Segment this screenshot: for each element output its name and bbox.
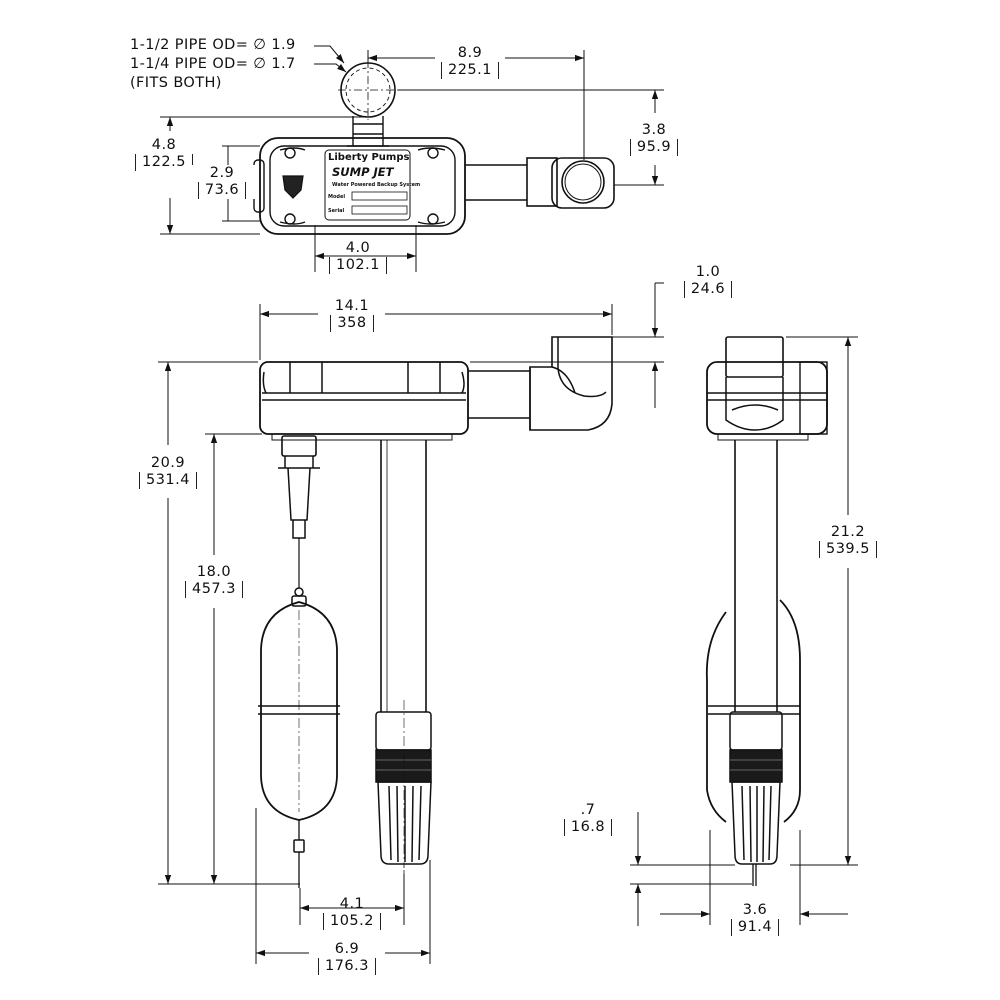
dim-mm: 102.1 <box>328 257 387 274</box>
dim-top-inner-depth: 2.9 73.6 <box>188 165 256 199</box>
front-view <box>258 336 613 888</box>
housing-side <box>706 361 828 435</box>
serial-field-label: Serial <box>328 208 345 214</box>
dim-rod-offset: 4.1 105.2 <box>314 896 390 930</box>
dim-mm: 539.5 <box>818 541 877 558</box>
dim-inch: 14.1 <box>334 298 370 314</box>
dim-inch: 2.9 <box>209 165 235 181</box>
dim-elbow-height: 1.0 24.6 <box>674 264 742 298</box>
dim-inch: 3.6 <box>742 902 768 918</box>
side-pipe <box>734 440 778 712</box>
dim-side-height: 21.2 539.5 <box>808 524 888 558</box>
dim-mm: 16.8 <box>563 819 613 836</box>
dim-top-depth: 4.8 122.5 <box>130 137 198 171</box>
pipe-note-1-1-4: 1-1/4 PIPE OD= ∅ 1.7 <box>130 56 296 72</box>
dim-inch: 8.9 <box>457 45 483 61</box>
dim-top-length: 8.9 225.1 <box>436 45 504 79</box>
dim-mm: 358 <box>330 315 374 332</box>
dim-mm: 457.3 <box>184 581 243 598</box>
dim-inch: 4.0 <box>345 240 371 256</box>
dim-inch: 1.0 <box>695 264 721 280</box>
dim-inch: 4.8 <box>151 137 177 153</box>
housing-front <box>259 361 469 435</box>
dim-bottom-clearance: .7 16.8 <box>550 802 626 836</box>
dim-inch: 21.2 <box>830 524 866 540</box>
dim-switch-drop: 18.0 457.3 <box>176 564 252 598</box>
model-field-label: Model <box>328 194 346 200</box>
dim-inch: 3.8 <box>641 122 667 138</box>
dimension-lines <box>158 45 858 964</box>
dim-base-span: 6.9 176.3 <box>309 941 385 975</box>
fits-both-note: (FITS BOTH) <box>130 75 222 91</box>
side-float <box>705 599 801 823</box>
dim-mm: 176.3 <box>317 958 376 975</box>
model-label: SUMP JET <box>332 165 394 179</box>
dim-inch: 6.9 <box>334 941 360 957</box>
elbow <box>529 336 613 431</box>
dim-inch: 18.0 <box>196 564 232 580</box>
dim-side-base-width: 3.6 91.4 <box>717 902 793 936</box>
dim-overall-width: 14.1 358 <box>318 298 386 332</box>
dim-outlet-offset: 3.8 95.9 <box>620 122 688 156</box>
dim-mm: 91.4 <box>730 919 780 936</box>
dim-mm: 95.9 <box>629 139 679 156</box>
brand-label: Liberty Pumps <box>328 152 410 163</box>
dim-overall-height: 20.9 531.4 <box>130 455 206 489</box>
jet-pipe <box>380 440 427 712</box>
arm-top <box>465 164 527 201</box>
dim-mm: 531.4 <box>138 472 197 489</box>
side-view <box>705 336 828 886</box>
dim-top-bottom-width: 4.0 102.1 <box>324 240 392 274</box>
dim-inch: .7 <box>580 802 596 818</box>
tagline-label: Water Powered Backup System <box>332 182 421 188</box>
dim-mm: 73.6 <box>197 182 247 199</box>
dim-mm: 122.5 <box>134 154 193 171</box>
pipe-note-1-1-2: 1-1/2 PIPE OD= ∅ 1.9 <box>130 37 296 53</box>
dim-inch: 20.9 <box>150 455 186 471</box>
jet-screen <box>377 781 432 865</box>
dim-mm: 24.6 <box>683 281 733 298</box>
jet-collar <box>375 749 432 783</box>
top-view <box>253 60 615 235</box>
housing-top <box>259 137 466 235</box>
dim-mm: 105.2 <box>322 913 381 930</box>
dim-mm: 225.1 <box>440 62 499 79</box>
dim-inch: 4.1 <box>339 896 365 912</box>
